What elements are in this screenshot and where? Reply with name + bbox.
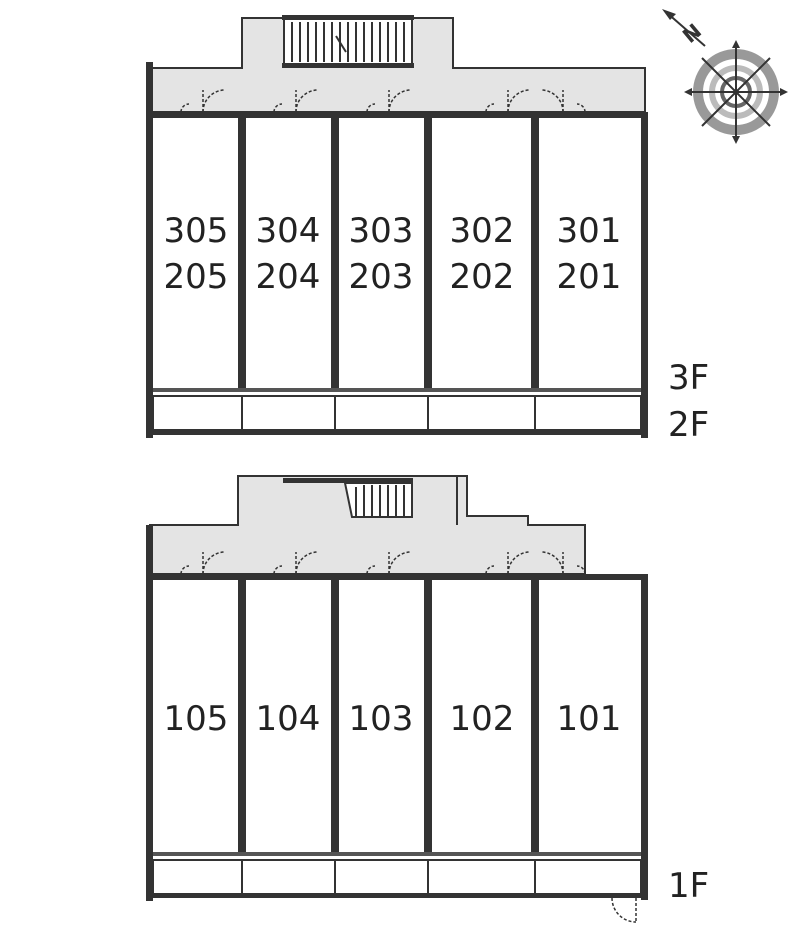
- unit-number-305: 305: [164, 211, 229, 251]
- unit-number-204: 204: [256, 257, 321, 297]
- upper-block: 305 205 304 204 303 203 302 202 301 201: [146, 15, 709, 445]
- unit-103[interactable]: 103: [339, 580, 423, 852]
- floor-label-1f: 1F: [668, 866, 709, 906]
- unit-number-303: 303: [349, 211, 414, 251]
- unit-number-304: 304: [256, 211, 321, 251]
- floor-label-3f: 3F: [668, 358, 709, 398]
- unit-number-201: 201: [557, 257, 622, 297]
- unit-301[interactable]: 301 201: [540, 118, 640, 390]
- unit-number-102: 102: [450, 699, 515, 739]
- unit-303[interactable]: 303 203: [339, 118, 423, 390]
- unit-number-105: 105: [164, 699, 229, 739]
- compass-rose-icon: [684, 40, 788, 144]
- unit-302[interactable]: 302 202: [432, 118, 530, 390]
- unit-104[interactable]: 104: [246, 580, 330, 852]
- unit-number-101: 101: [557, 699, 622, 739]
- unit-number-104: 104: [256, 699, 321, 739]
- unit-number-205: 205: [164, 257, 229, 297]
- upper-door-swings: [180, 89, 586, 113]
- unit-105[interactable]: 105: [153, 580, 238, 852]
- unit-304[interactable]: 304 204: [246, 118, 330, 390]
- upper-balcony: [152, 395, 642, 431]
- floor-label-2f: 2F: [668, 405, 709, 445]
- unit-102[interactable]: 102: [432, 580, 530, 852]
- lower-door-swings: [180, 551, 637, 923]
- unit-101[interactable]: 101: [540, 580, 640, 852]
- lower-block: 105 104 103 102 101: [146, 475, 709, 923]
- unit-number-301: 301: [557, 211, 622, 251]
- unit-number-202: 202: [450, 257, 515, 297]
- unit-number-302: 302: [450, 211, 515, 251]
- unit-number-203: 203: [349, 257, 414, 297]
- unit-305[interactable]: 305 205: [153, 118, 238, 390]
- north-arrow-icon: N: [662, 9, 706, 48]
- lower-terrace: [152, 859, 642, 895]
- lower-staircase: [283, 478, 413, 518]
- upper-staircase: [282, 15, 414, 68]
- unit-number-103: 103: [349, 699, 414, 739]
